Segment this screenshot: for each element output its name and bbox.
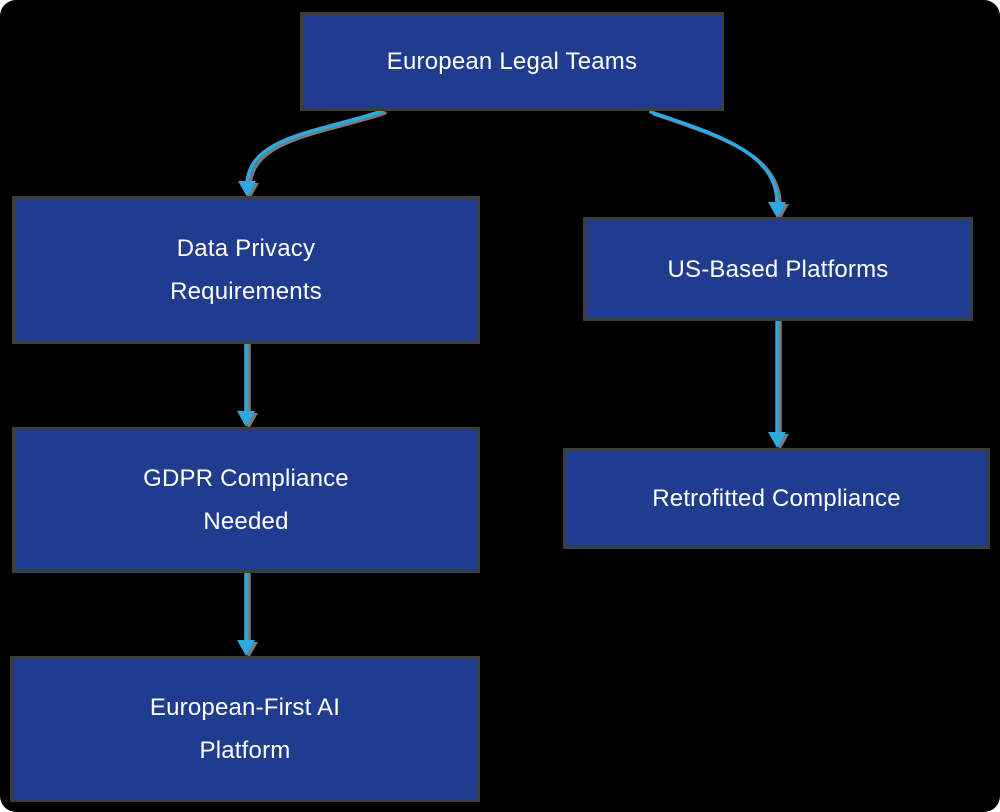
edge-shadows xyxy=(240,111,789,658)
arrowhead-gdpr xyxy=(237,411,255,427)
node-european-first-ai-platform: European-First AI Platform xyxy=(10,656,480,802)
node-label: GDPR Compliance Needed xyxy=(143,465,349,535)
node-label: Data Privacy Requirements xyxy=(170,235,322,305)
arrowhead-data-privacy xyxy=(238,181,256,197)
node-label: European Legal Teams xyxy=(386,48,638,75)
node-european-legal-teams: European Legal Teams xyxy=(300,12,724,111)
edge-shadow-top-to-data-privacy xyxy=(248,111,387,188)
node-retrofitted-compliance: Retrofitted Compliance xyxy=(563,448,990,549)
edge-top-to-data-privacy xyxy=(245,109,384,186)
edge-shadow-top-to-us-based xyxy=(652,112,782,207)
edge-lines xyxy=(237,109,786,656)
node-label: Retrofitted Compliance xyxy=(652,485,901,512)
node-us-based-platforms: US-Based Platforms xyxy=(583,217,973,321)
node-data-privacy-requirements: Data Privacy Requirements xyxy=(12,196,480,344)
arrowhead-retrofitted xyxy=(768,432,786,448)
node-gdpr-compliance-needed: GDPR Compliance Needed xyxy=(12,427,480,573)
node-label: European-First AI Platform xyxy=(149,694,341,764)
edge-top-to-us-based xyxy=(649,110,779,205)
arrowhead-us-based xyxy=(768,202,786,218)
node-label: US-Based Platforms xyxy=(667,255,889,283)
arrowhead-eu-first xyxy=(237,640,255,656)
